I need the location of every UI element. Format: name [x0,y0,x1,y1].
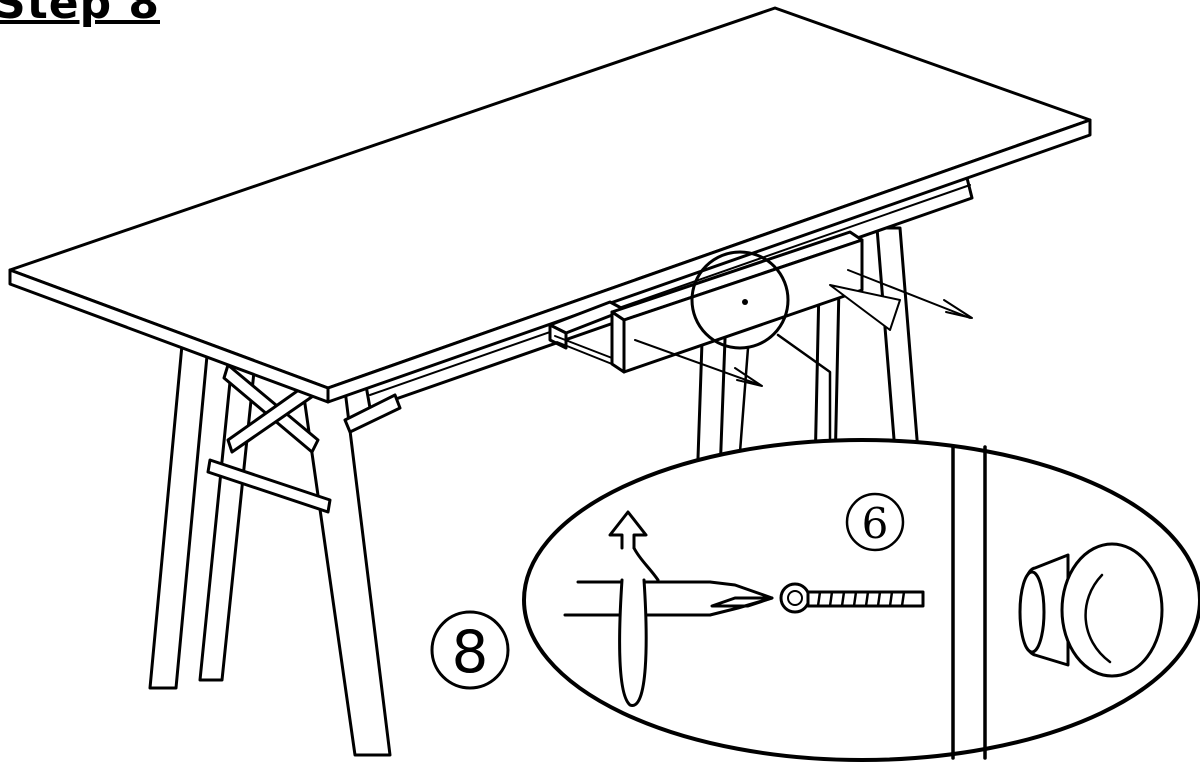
front-left-leg [148,343,402,757]
part-ref-callout: 6 [845,492,905,552]
drawer[interactable] [548,230,864,374]
detail-ellipse: 6 [522,438,1200,762]
table-top [8,6,1092,404]
knob-icon [1018,542,1164,678]
tool-ref-number: 8 [452,618,489,686]
tool-ref-callout: 8 [430,610,510,690]
screwdriver-icon [563,580,774,617]
screw-icon [779,582,925,614]
part-ref-number: 6 [862,499,889,548]
step-title: Step 8 [0,0,160,29]
rotation-arrow-icon [608,510,660,707]
knob-hole [742,299,748,305]
magnifier-circle [690,250,790,350]
alignment-arrows [634,269,973,387]
